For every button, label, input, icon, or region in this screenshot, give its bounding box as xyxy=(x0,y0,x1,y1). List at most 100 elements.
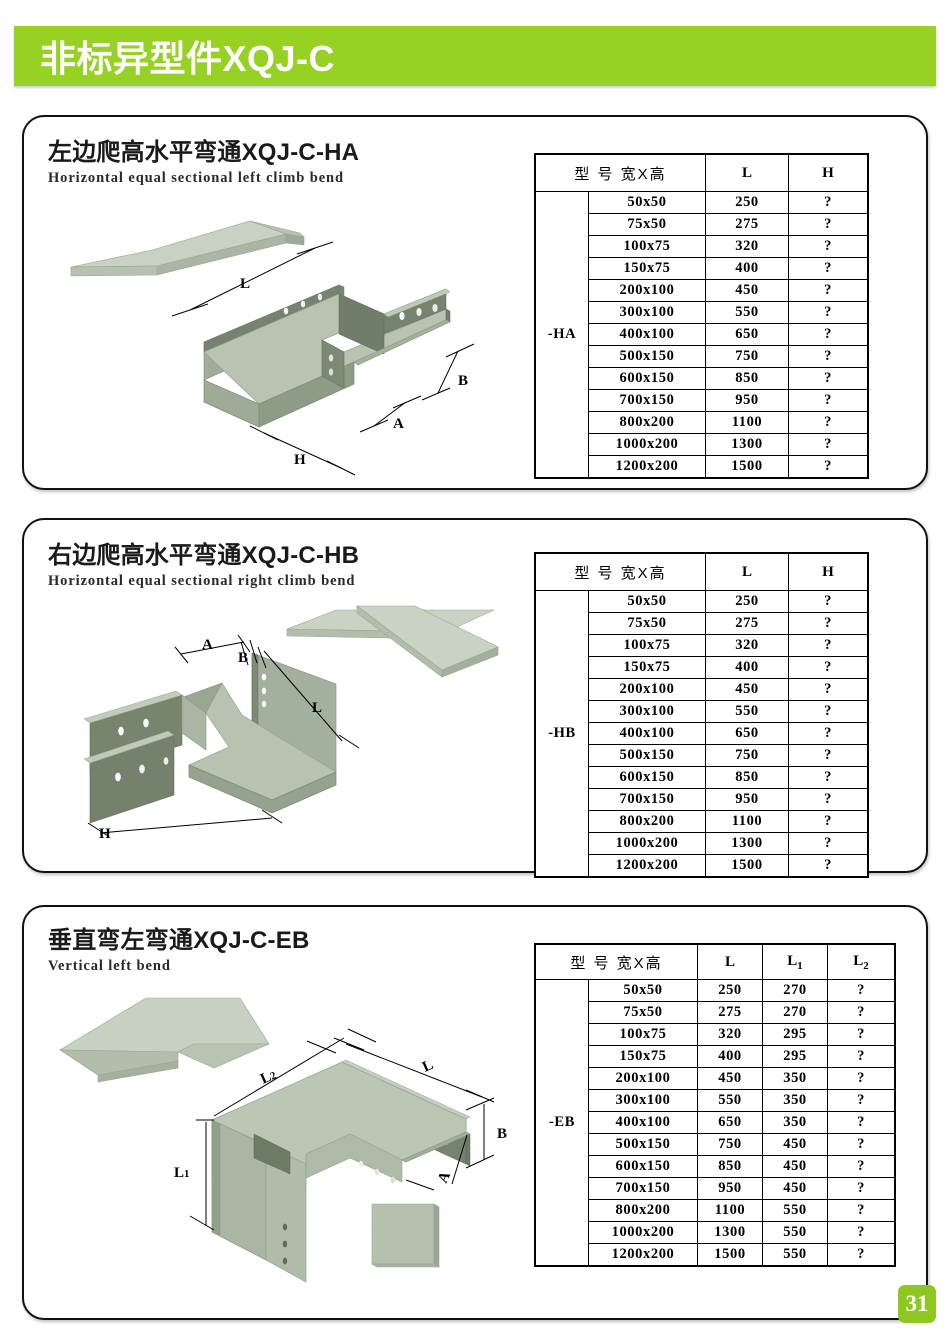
cell-h: ? xyxy=(788,257,869,280)
cell-l: 550 xyxy=(697,1089,763,1112)
cell-l: 650 xyxy=(705,722,789,745)
cell-l: 850 xyxy=(705,367,789,390)
cell-l1: 270 xyxy=(762,1001,828,1024)
dim-label-b: B xyxy=(458,373,468,389)
cell-l: 450 xyxy=(705,279,789,302)
cell-l: 950 xyxy=(705,788,789,811)
cell-size: 200x100 xyxy=(588,1067,698,1090)
cell-h: ? xyxy=(788,678,869,701)
cell-size: 500x150 xyxy=(588,345,706,368)
cell-h: ? xyxy=(788,810,869,833)
cell-code: -HB xyxy=(534,590,589,878)
dim-label-l2: L2 xyxy=(258,1067,279,1088)
dimension-lines-ha xyxy=(171,241,475,476)
dim-label-l: L xyxy=(420,1057,436,1076)
cell-l: 750 xyxy=(705,744,789,767)
th-h: H xyxy=(788,552,869,591)
cell-size: 1200x200 xyxy=(588,854,706,878)
cover-plate-ha xyxy=(70,220,305,277)
cell-h: ? xyxy=(788,279,869,302)
cell-l: 1500 xyxy=(705,854,789,878)
cell-l1: 450 xyxy=(762,1133,828,1156)
cell-l1: 295 xyxy=(762,1023,828,1046)
cell-size: 600x150 xyxy=(588,367,706,390)
cell-l: 1100 xyxy=(697,1199,763,1222)
dim-label-b: B xyxy=(238,650,248,666)
cell-l: 950 xyxy=(697,1177,763,1200)
cell-l2: ? xyxy=(827,1067,896,1090)
cell-l2: ? xyxy=(827,1243,896,1267)
cell-l: 320 xyxy=(705,634,789,657)
th-model-size: 型 号 宽X高 xyxy=(534,943,698,980)
cell-h: ? xyxy=(788,235,869,258)
cell-l: 1500 xyxy=(697,1243,763,1267)
cell-l: 400 xyxy=(705,656,789,679)
cell-size: 50x50 xyxy=(588,191,706,214)
table-header-row: 型 号 宽X高 L H xyxy=(534,552,869,591)
cell-l: 275 xyxy=(705,612,789,635)
table-header-row: 型 号 宽X高 L L1 L2 xyxy=(534,943,896,980)
cell-h: ? xyxy=(788,213,869,236)
cell-h: ? xyxy=(788,854,869,878)
tray-body-ha xyxy=(203,284,451,428)
tray-body-hb xyxy=(83,652,337,824)
cell-code: -HA xyxy=(534,191,589,479)
cell-size: 700x150 xyxy=(588,788,706,811)
cell-l: 450 xyxy=(697,1067,763,1090)
cell-size: 400x100 xyxy=(588,1111,698,1134)
dim-label-l1: L1 xyxy=(174,1165,189,1181)
cell-l2: ? xyxy=(827,1155,896,1178)
cell-l1: 550 xyxy=(762,1199,828,1222)
dim-label-a: A xyxy=(202,637,213,653)
cell-size: 150x75 xyxy=(588,257,706,280)
cell-size: 300x100 xyxy=(588,1089,698,1112)
cell-h: ? xyxy=(788,832,869,855)
cell-l: 320 xyxy=(697,1023,763,1046)
cell-h: ? xyxy=(788,722,869,745)
cell-l2: ? xyxy=(827,1133,896,1156)
cell-l2: ? xyxy=(827,1089,896,1112)
dimension-lines-hb xyxy=(87,634,360,837)
cell-size: 1000x200 xyxy=(588,433,706,456)
cell-size: 800x200 xyxy=(588,411,706,434)
th-l: L xyxy=(697,943,763,980)
th-l: L xyxy=(705,552,789,591)
product-drawing-hb: A B L H xyxy=(74,605,534,855)
section-cn-title-ha: 左边爬高水平弯通XQJ-C-HA xyxy=(48,139,360,166)
cell-l1: 550 xyxy=(762,1221,828,1244)
cell-h: ? xyxy=(788,455,869,479)
cell-size: 600x150 xyxy=(588,766,706,789)
cell-l: 275 xyxy=(697,1001,763,1024)
cell-size: 75x50 xyxy=(588,1001,698,1024)
cover-plate-eb xyxy=(58,997,270,1083)
cell-size: 75x50 xyxy=(588,213,706,236)
dim-label-h: H xyxy=(294,452,306,468)
cell-l2: ? xyxy=(827,1001,896,1024)
cell-h: ? xyxy=(788,788,869,811)
cell-l: 400 xyxy=(705,257,789,280)
section-card-ha: 左边爬高水平弯通XQJ-C-HA Horizontal equal sectio… xyxy=(22,115,928,490)
cell-l: 1300 xyxy=(705,832,789,855)
cell-l2: ? xyxy=(827,1111,896,1134)
product-drawing-eb: L2 L L1 A B xyxy=(54,992,524,1302)
cell-size: 300x100 xyxy=(588,700,706,723)
dim-label-h: H xyxy=(99,826,111,842)
cell-l: 400 xyxy=(697,1045,763,1068)
